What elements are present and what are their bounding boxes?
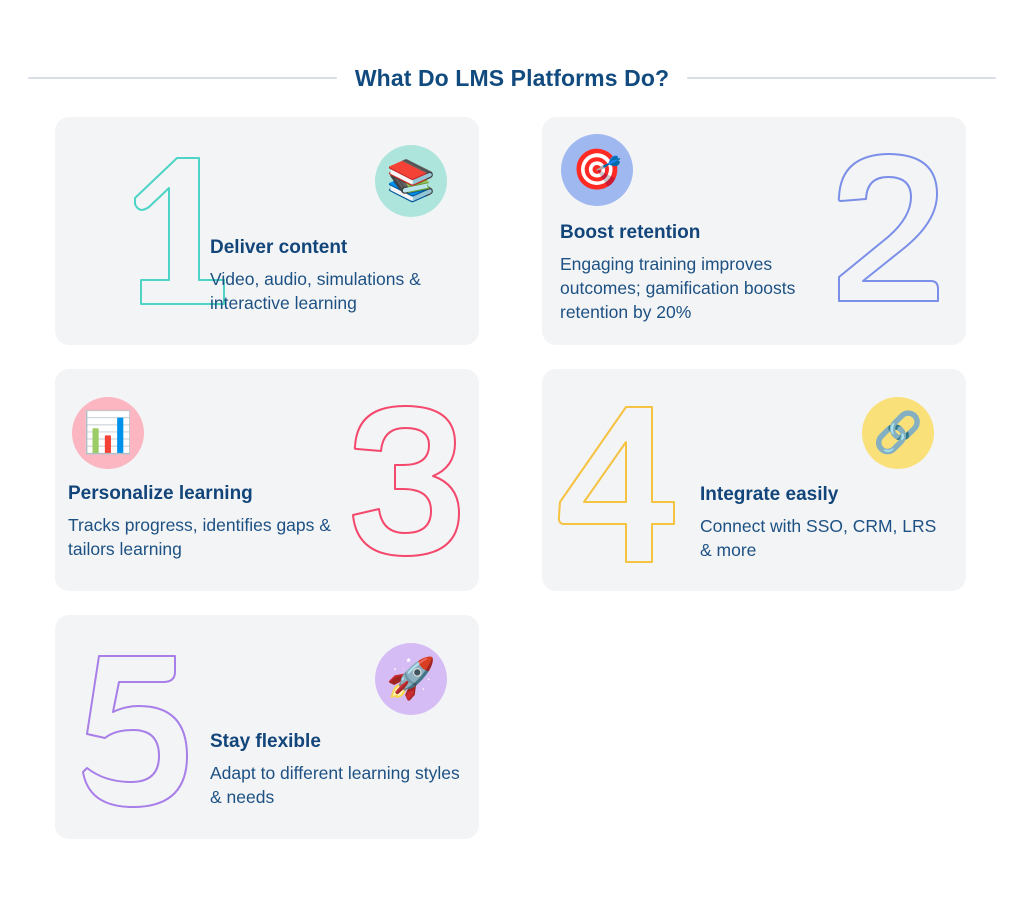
rocket-icon: 🚀 [386, 657, 436, 701]
books-icon: 📚 [386, 159, 436, 203]
card-title-1: Deliver content [210, 237, 348, 258]
page-header: What Do LMS Platforms Do? [0, 56, 1024, 100]
header-rule-right [687, 77, 996, 79]
cards-row: 🚀 Stay flexible Adapt to different learn… [55, 615, 975, 839]
cards-row: 📚 Deliver content Video, audio, simulati… [55, 117, 975, 345]
card-title-5: Stay flexible [210, 731, 321, 752]
card-text-2: Boost retention Engaging training improv… [560, 222, 820, 324]
card-boost-retention[interactable]: 🎯 Boost retention Engaging training impr… [542, 117, 966, 345]
card-numeral-2 [833, 149, 943, 304]
card-title-2: Boost retention [560, 222, 701, 243]
bar-chart-icon: 📊 [83, 411, 133, 455]
bullseye-target-icon: 🎯 [572, 148, 622, 192]
cards-row: 📊 Personalize learning Tracks progress, … [55, 369, 975, 591]
card-badge-3: 📊 [72, 397, 144, 469]
card-personalize-learning[interactable]: 📊 Personalize learning Tracks progress, … [55, 369, 479, 591]
card-text-3: Personalize learning Tracks progress, id… [68, 483, 338, 561]
card-empty-slot [542, 615, 966, 839]
card-badge-4: 🔗 [862, 397, 934, 469]
card-numeral-4 [556, 402, 686, 567]
card-numeral-5 [75, 650, 195, 810]
header-rule-left [28, 77, 337, 79]
card-badge-2: 🎯 [561, 134, 633, 206]
card-title-3: Personalize learning [68, 483, 253, 504]
card-description-1: Video, audio, simulations & interactive … [210, 268, 421, 313]
card-text-4: Integrate easily Connect with SSO, CRM, … [700, 484, 950, 562]
card-badge-1: 📚 [375, 145, 447, 217]
card-title-4: Integrate easily [700, 484, 839, 505]
cards-grid: 📚 Deliver content Video, audio, simulati… [55, 117, 975, 863]
card-description-2: Engaging training improves outcomes; gam… [560, 253, 796, 323]
card-description-5: Adapt to different learning styles & nee… [210, 762, 460, 807]
card-text-1: Deliver content Video, audio, simulation… [210, 237, 470, 315]
page-title: What Do LMS Platforms Do? [354, 64, 670, 91]
card-stay-flexible[interactable]: 🚀 Stay flexible Adapt to different learn… [55, 615, 479, 839]
card-deliver-content[interactable]: 📚 Deliver content Video, audio, simulati… [55, 117, 479, 345]
card-integrate-easily[interactable]: 🔗 Integrate easily Connect with SSO, CRM… [542, 369, 966, 591]
card-numeral-3 [345, 401, 465, 561]
card-description-4: Connect with SSO, CRM, LRS & more [700, 515, 937, 560]
card-description-3: Tracks progress, identifies gaps & tailo… [68, 514, 331, 559]
card-badge-5: 🚀 [375, 643, 447, 715]
chain-link-icon: 🔗 [873, 411, 923, 455]
card-text-5: Stay flexible Adapt to different learnin… [210, 731, 470, 809]
